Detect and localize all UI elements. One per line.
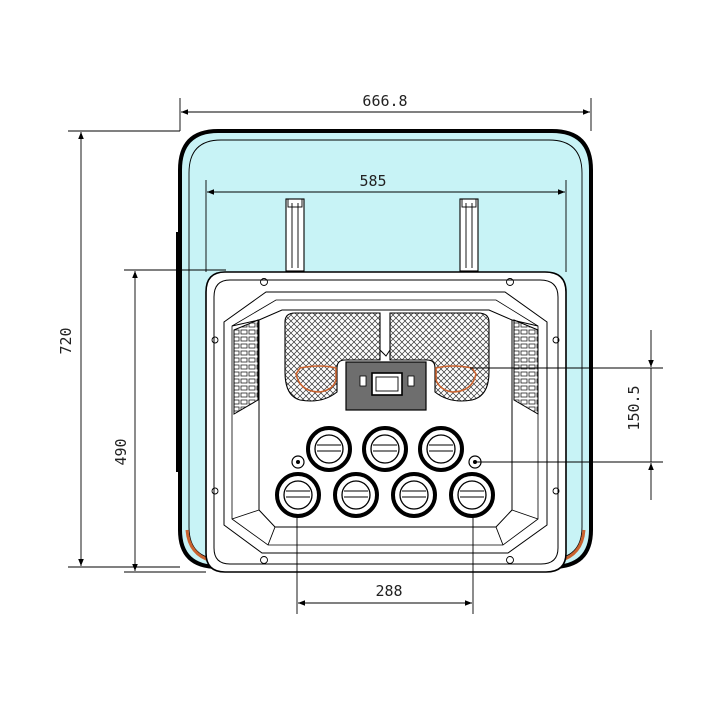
dim-body-height: 490	[112, 438, 130, 465]
air-vent	[449, 472, 495, 518]
unit-body	[205, 271, 567, 573]
dim-total-width: 666.8	[362, 92, 407, 110]
screw	[211, 487, 219, 495]
dim-inner-width: 585	[359, 172, 386, 190]
orange-accent-right	[435, 365, 477, 393]
air-vent	[418, 426, 464, 472]
display-button	[359, 375, 367, 387]
left-rail	[176, 232, 180, 472]
screw	[260, 278, 268, 286]
side-louver-right	[513, 319, 539, 415]
grille-right	[389, 312, 490, 402]
unit-body-inner	[213, 279, 559, 565]
air-vent	[391, 472, 437, 518]
mounting-post-left	[285, 198, 305, 272]
air-vent	[333, 472, 379, 518]
dim-vent-offset: 150.5	[625, 385, 643, 430]
orange-accent-left	[295, 365, 337, 393]
air-vent	[306, 426, 352, 472]
display-button	[407, 375, 415, 387]
grille-left	[284, 312, 381, 402]
screw	[506, 278, 514, 286]
air-vent	[362, 426, 408, 472]
mounting-post-right	[459, 198, 479, 272]
return-air-grille	[284, 312, 490, 411]
air-vent	[275, 472, 321, 518]
air-vents	[275, 426, 495, 518]
screw	[552, 336, 560, 344]
dimension-lines: 666.8 585 720 490 150.5 288	[57, 92, 663, 614]
dim-total-height: 720	[57, 327, 75, 354]
dim-vent-spacing: 288	[375, 582, 402, 600]
screw	[260, 556, 268, 564]
display-screen	[371, 372, 403, 396]
screw	[506, 556, 514, 564]
screw	[211, 336, 219, 344]
unit-cavity	[223, 291, 548, 554]
side-louver-left	[233, 319, 259, 415]
screw	[552, 487, 560, 495]
mounting-posts	[285, 198, 479, 272]
